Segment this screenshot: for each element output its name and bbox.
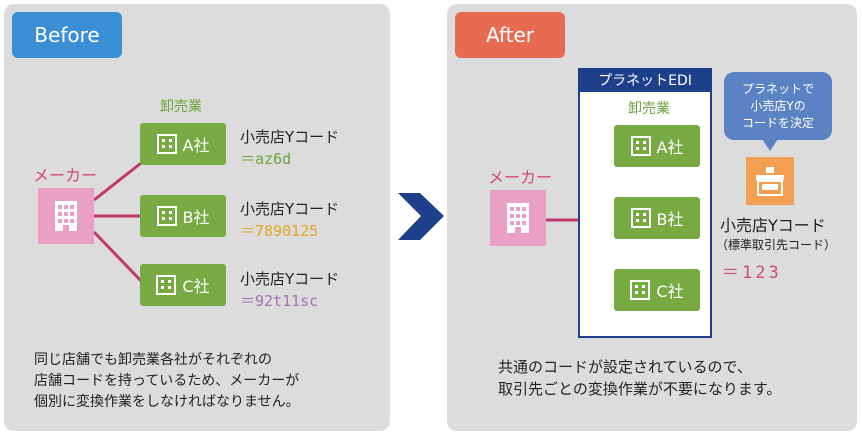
before-company-a: A社 bbox=[140, 123, 226, 165]
company-label: B社 bbox=[182, 208, 210, 227]
before-company-b: B社 bbox=[140, 195, 226, 237]
before-tag: Before bbox=[12, 12, 122, 58]
company-label: A社 bbox=[182, 136, 210, 155]
before-maker-box bbox=[38, 188, 94, 244]
after-code-value: ＝123 bbox=[722, 263, 782, 283]
before-code-head-a: 小売店Yコード bbox=[240, 128, 340, 146]
after-maker-label: メーカー bbox=[488, 168, 553, 187]
before-code-head-b: 小売店Yコード bbox=[240, 200, 340, 218]
building-icon bbox=[507, 203, 529, 233]
building-icon bbox=[156, 275, 177, 295]
store-icon bbox=[756, 167, 784, 196]
company-label: A社 bbox=[656, 138, 684, 157]
before-code-a: ＝az6d bbox=[240, 150, 292, 168]
company-label: C社 bbox=[656, 282, 684, 301]
before-description: 同じ店舗でも卸売業各社がそれぞれの 店舗コードを持っているため、メーカーが 個別… bbox=[34, 352, 300, 410]
building-icon bbox=[630, 208, 651, 228]
after-wholesale-label: 卸売業 bbox=[628, 101, 670, 117]
company-label: B社 bbox=[656, 210, 684, 229]
company-label: C社 bbox=[182, 277, 210, 296]
before-maker-label: メーカー bbox=[33, 166, 98, 185]
arrow-icon bbox=[398, 193, 444, 240]
speech-bubble: プラネットで 小売店Yの コードを決定 bbox=[724, 72, 832, 140]
after-code-sub: （標準取引先コード） bbox=[716, 238, 837, 252]
edi-title: プラネットEDI bbox=[578, 68, 712, 92]
store-box bbox=[746, 157, 794, 205]
before-code-head-c: 小売店Yコード bbox=[240, 270, 340, 288]
building-icon bbox=[55, 201, 77, 231]
before-company-c: C社 bbox=[140, 264, 226, 306]
after-company-b: B社 bbox=[614, 197, 700, 239]
before-code-b: ＝7890125 bbox=[240, 222, 319, 240]
bubble-tail bbox=[762, 139, 778, 151]
after-company-c: C社 bbox=[614, 269, 700, 311]
after-tag: After bbox=[455, 12, 565, 58]
line-maker-c bbox=[92, 230, 147, 287]
building-icon bbox=[156, 134, 177, 154]
line-maker-a bbox=[93, 158, 146, 202]
before-wholesale-label: 卸売業 bbox=[160, 99, 202, 115]
building-icon bbox=[156, 206, 177, 226]
after-company-a: A社 bbox=[614, 125, 700, 167]
after-description: 共通のコードが設定されているので、 取引先ごとの変換作業が不要になります。 bbox=[498, 358, 782, 398]
before-code-c: ＝92t11sc bbox=[240, 292, 319, 310]
building-icon bbox=[630, 136, 651, 156]
building-icon bbox=[630, 280, 651, 300]
after-code-head: 小売店Yコード bbox=[720, 216, 826, 235]
after-maker-box bbox=[490, 190, 546, 246]
